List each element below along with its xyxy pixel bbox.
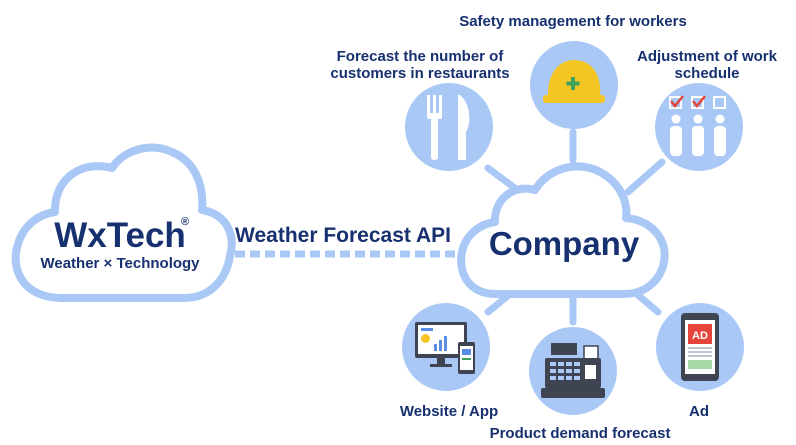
connector-schedule <box>624 158 666 196</box>
company-cloud: Company <box>457 162 669 298</box>
website-use: Website / App <box>400 303 498 420</box>
api-label: Weather Forecast API <box>235 224 451 247</box>
wxtech-brand: WxTech <box>54 216 186 255</box>
demand-use: Product demand forecast <box>490 327 671 442</box>
cash-register-icon <box>541 343 605 398</box>
wxtech-tagline: Weather × Technology <box>40 255 200 272</box>
fork-knife-icon <box>427 95 470 160</box>
schedule-label-2: schedule <box>674 65 739 82</box>
website-label: Website / App <box>400 403 498 420</box>
wxtech-cloud: WxTech ® Weather × Technology <box>11 143 236 302</box>
hard-hat-icon <box>543 60 605 103</box>
company-cloud-shape <box>457 162 669 298</box>
demand-label: Product demand forecast <box>490 425 671 442</box>
restaurant-use: Forecast the number of customers in rest… <box>330 48 510 171</box>
schedule-label-1: Adjustment of work <box>637 48 778 65</box>
restaurant-label-1: Forecast the number of <box>337 48 505 65</box>
ad-badge: AD <box>692 330 708 342</box>
wxtech-cloud-shape <box>11 143 236 302</box>
ad-use: AD Ad <box>656 303 744 420</box>
restaurant-label-2: customers in restaurants <box>330 65 509 82</box>
staff-checklist-icon <box>669 95 726 156</box>
restaurant-circle <box>405 83 493 171</box>
schedule-use: Adjustment of work schedule <box>637 48 778 171</box>
safety-label: Safety management for workers <box>459 13 687 30</box>
company-label: Company <box>489 225 640 262</box>
safety-use: Safety management for workers <box>459 13 687 129</box>
smartphone-ad-icon: AD <box>681 313 719 381</box>
registered-mark: ® <box>181 216 189 228</box>
ad-label: Ad <box>689 403 709 420</box>
devices-icon <box>415 322 475 374</box>
